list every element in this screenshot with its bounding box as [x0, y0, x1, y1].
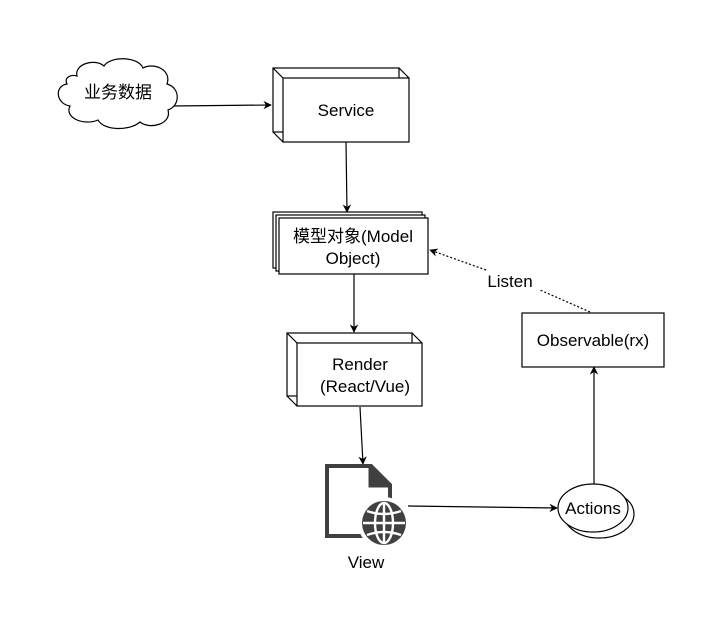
- cloud-shape: [57, 58, 178, 130]
- ellipse-front: [557, 483, 629, 533]
- box-depth-edge: [286, 395, 298, 407]
- edge-business-data-to-service: [171, 100, 272, 110]
- node-label: 业务数据: [84, 83, 152, 102]
- node-label: Observable(rx): [537, 331, 649, 350]
- edges: Listen: [171, 100, 599, 513]
- box-shape: [521, 312, 665, 368]
- box-depth-edge: [286, 332, 298, 344]
- node-label-line2: (React/Vue): [320, 377, 410, 396]
- node-label: Actions: [565, 499, 621, 518]
- node-label: View: [348, 553, 385, 572]
- box-depth-edge: [272, 131, 284, 143]
- node-label-line1: Render: [332, 355, 388, 374]
- node-label-line2: Object): [326, 249, 381, 268]
- edge-label-listen: Listen: [487, 272, 532, 291]
- box-front-face: [282, 77, 410, 143]
- box-front-face: [296, 342, 423, 407]
- box-depth-edge: [272, 67, 284, 79]
- node-service[interactable]: Service: [272, 67, 410, 143]
- node-business-data[interactable]: 业务数据: [57, 58, 178, 130]
- node-view[interactable]: View: [325, 464, 410, 572]
- node-actions[interactable]: Actions: [557, 483, 635, 539]
- node-label: Service: [318, 101, 375, 120]
- edge-render-to-view: [358, 406, 367, 465]
- stack-front-sheet: [278, 217, 429, 275]
- node-observable[interactable]: Observable(rx): [521, 312, 665, 368]
- node-render[interactable]: Render (React/Vue): [286, 332, 423, 407]
- box-depth-edge: [398, 67, 410, 79]
- edge-observable-to-model-object-dotted: [430, 250, 591, 313]
- document-fold-icon: [368, 464, 392, 488]
- edge-view-to-actions: [407, 503, 558, 513]
- edge-service-to-model-object: [342, 141, 352, 213]
- globe-icon: [362, 501, 406, 545]
- node-label-line1: 模型对象(Model: [293, 227, 413, 246]
- node-model-object[interactable]: 模型对象(Model Object): [272, 211, 429, 275]
- box-depth-edge: [411, 332, 423, 344]
